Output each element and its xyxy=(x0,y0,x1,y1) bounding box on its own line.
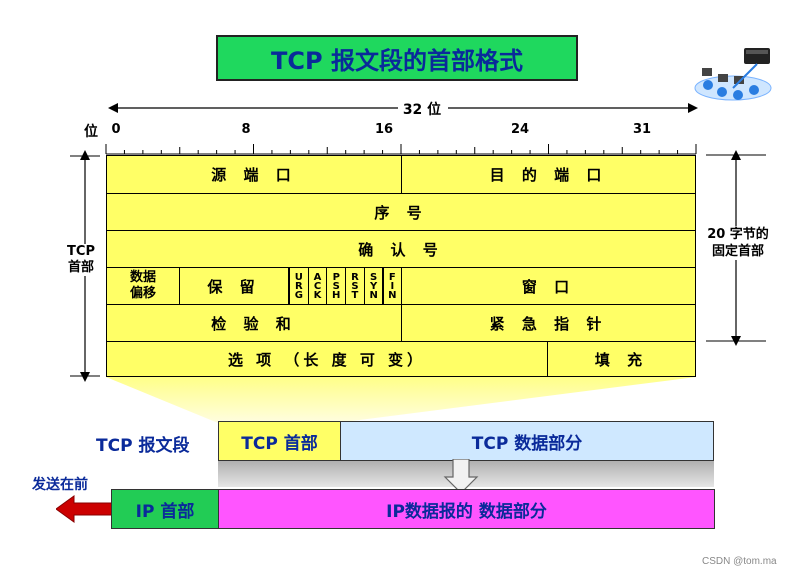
ip-data-bar: IP数据报的 数据部分 xyxy=(218,489,715,529)
tcp-segment-label: TCP 报文段 xyxy=(96,436,190,456)
watermark: CSDN @tom.ma xyxy=(702,556,777,567)
flag-letter: S xyxy=(332,280,340,292)
flag-letter: N xyxy=(388,289,397,301)
data-offset-line1: 数据 xyxy=(129,270,156,285)
field-reserved: 保 留 xyxy=(179,267,289,305)
bit-axis-label: 位 xyxy=(84,124,98,140)
flag-letter: N xyxy=(369,289,378,301)
flag-letter: F xyxy=(388,271,396,283)
flag-letter: H xyxy=(332,289,341,301)
data-offset-line2: 偏移 xyxy=(129,286,156,301)
field-ack-number: 确 认 号 xyxy=(106,230,696,268)
send-direction-arrow xyxy=(56,495,112,523)
field-destination-port: 目 的 端 口 xyxy=(401,155,696,194)
bit-tick-8: 8 xyxy=(241,122,251,137)
flag-letter: P xyxy=(332,271,340,283)
bit-width-arrow xyxy=(108,103,698,113)
bit-width-label: 32 位 xyxy=(402,102,442,118)
field-options: 选 项 （长 度 可 变） xyxy=(106,341,548,377)
field-source-port: 源 端 口 xyxy=(106,155,402,194)
flag-letter: U xyxy=(294,271,303,283)
bit-tick-0: 0 xyxy=(111,122,121,137)
diagram-title: TCP 报文段的首部格式 xyxy=(216,35,578,81)
field-urgent-pointer: 紧 急 指 针 xyxy=(401,304,696,342)
field-window: 窗 口 xyxy=(401,267,696,305)
flag-letter: C xyxy=(313,280,322,292)
tcp-header-label-line2: 首部 xyxy=(67,260,94,275)
flag-letter: R xyxy=(294,280,303,292)
flag-letter: I xyxy=(390,280,395,292)
tcp-header-bar: TCP 首部 xyxy=(218,421,341,461)
flag-letter: Y xyxy=(370,280,378,292)
field-checksum: 检 验 和 xyxy=(106,304,402,342)
field-data-offset: 数据 偏移 xyxy=(106,267,180,305)
tcp-header-label-line1: TCP xyxy=(67,244,95,259)
flag-letter: S xyxy=(370,271,378,283)
tcp-header-label: TCP 首部 xyxy=(58,244,104,276)
fixed-header-label-line1: 20 字节的 xyxy=(707,227,769,242)
field-sequence-number: 序 号 xyxy=(106,193,696,231)
flag-letter: A xyxy=(313,271,322,283)
send-first-label: 发送在前 xyxy=(32,477,88,493)
bit-tick-31: 31 xyxy=(632,122,652,137)
flag-letter: T xyxy=(351,289,359,301)
network-icon xyxy=(694,48,772,101)
fixed-header-label: 20 字节的 固定首部 xyxy=(700,226,776,260)
bit-tick-24: 24 xyxy=(510,122,530,137)
expansion-shadow xyxy=(106,377,696,423)
flag-letter: S xyxy=(351,280,359,292)
flag-letter: G xyxy=(294,289,303,301)
flag-letter: K xyxy=(313,289,322,301)
fixed-header-label-line2: 固定首部 xyxy=(711,244,764,259)
bit-ruler xyxy=(105,144,697,155)
tcp-data-bar: TCP 数据部分 xyxy=(340,421,714,461)
field-padding: 填 充 xyxy=(547,341,696,377)
ip-header-bar: IP 首部 xyxy=(111,489,219,529)
encapsulate-arrow xyxy=(443,459,479,494)
flag-letter: R xyxy=(351,271,359,283)
bit-tick-16: 16 xyxy=(374,122,394,137)
